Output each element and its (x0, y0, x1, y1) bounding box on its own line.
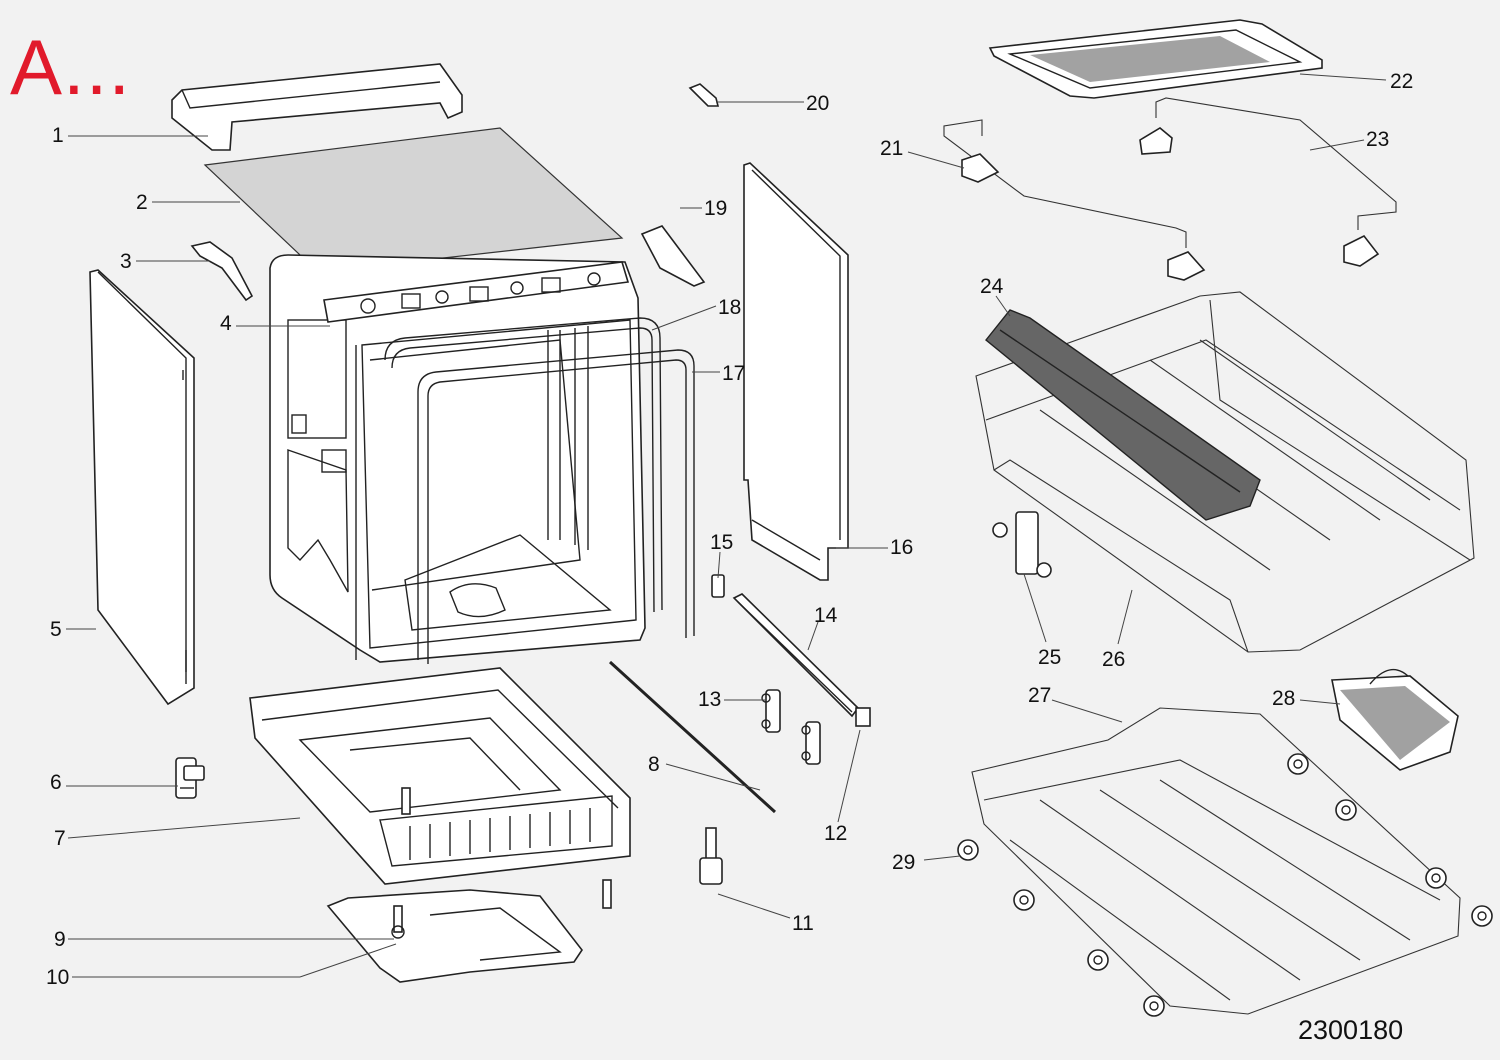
callout-25: 25 (1038, 646, 1062, 669)
part-16-door-panel (743, 162, 849, 581)
part-20-small-fitting (688, 83, 720, 107)
callout-16: 16 (890, 536, 914, 559)
callout-4: 4 (220, 312, 232, 335)
callout-29: 29 (892, 851, 916, 874)
part-1-top-frame (171, 63, 463, 151)
callout-3: 3 (120, 250, 132, 273)
part-5-side-panel (89, 269, 195, 706)
part-3-bracket (190, 241, 254, 302)
callout-23: 23 (1366, 128, 1390, 151)
part-21-rail (943, 119, 1206, 281)
callout-7: 7 (54, 827, 66, 850)
part-4-tub-body (269, 254, 646, 663)
part-15-clip (711, 574, 725, 598)
part-28-cutlery-basket (1331, 668, 1459, 771)
part-2-worktop (203, 127, 624, 273)
leader-lines (66, 73, 1387, 978)
part-10-bottom-plate (326, 889, 583, 983)
part-24-tine-insert (985, 309, 1261, 521)
callout-19: 19 (704, 197, 728, 220)
callout-26: 26 (1102, 648, 1126, 671)
part-11-screw (699, 827, 723, 885)
callout-10: 10 (46, 966, 70, 989)
part-14-rail (732, 593, 871, 727)
callout-15: 15 (710, 531, 734, 554)
callout-27: 27 (1028, 684, 1052, 707)
callout-12: 12 (824, 822, 848, 845)
callout-1: 1 (52, 124, 64, 147)
part-25-wheel-bracket (992, 511, 1052, 578)
callout-5: 5 (50, 618, 62, 641)
drawing-number: 2300180 (1298, 1015, 1404, 1045)
callout-14: 14 (814, 604, 838, 627)
callout-11: 11 (792, 912, 814, 935)
callout-17: 17 (722, 362, 746, 385)
part-27-lower-basket (971, 707, 1461, 1015)
callout-13: 13 (698, 688, 722, 711)
section-letter: A... (10, 23, 132, 111)
callout-24: 24 (980, 275, 1004, 298)
part-29-wheels (957, 753, 1493, 1017)
part-23-rail (1139, 97, 1397, 267)
part-6-valve (175, 757, 205, 799)
part-18-door-seal (384, 317, 663, 611)
part-19-clip (640, 225, 706, 287)
callout-18: 18 (718, 296, 742, 319)
part-8-rod (608, 660, 777, 814)
part-22-cutlery-tray (988, 19, 1323, 99)
part-7-base-frame (249, 667, 631, 909)
callout-6: 6 (50, 771, 62, 794)
callout-2: 2 (136, 191, 148, 214)
callout-9: 9 (54, 928, 66, 951)
callout-28: 28 (1272, 687, 1296, 710)
part-13-hinge-brackets (761, 689, 821, 765)
callout-22: 22 (1390, 70, 1414, 93)
callout-20: 20 (806, 92, 830, 115)
callout-8: 8 (648, 753, 660, 776)
callout-21: 21 (880, 137, 904, 160)
part-17-gasket (417, 349, 695, 664)
